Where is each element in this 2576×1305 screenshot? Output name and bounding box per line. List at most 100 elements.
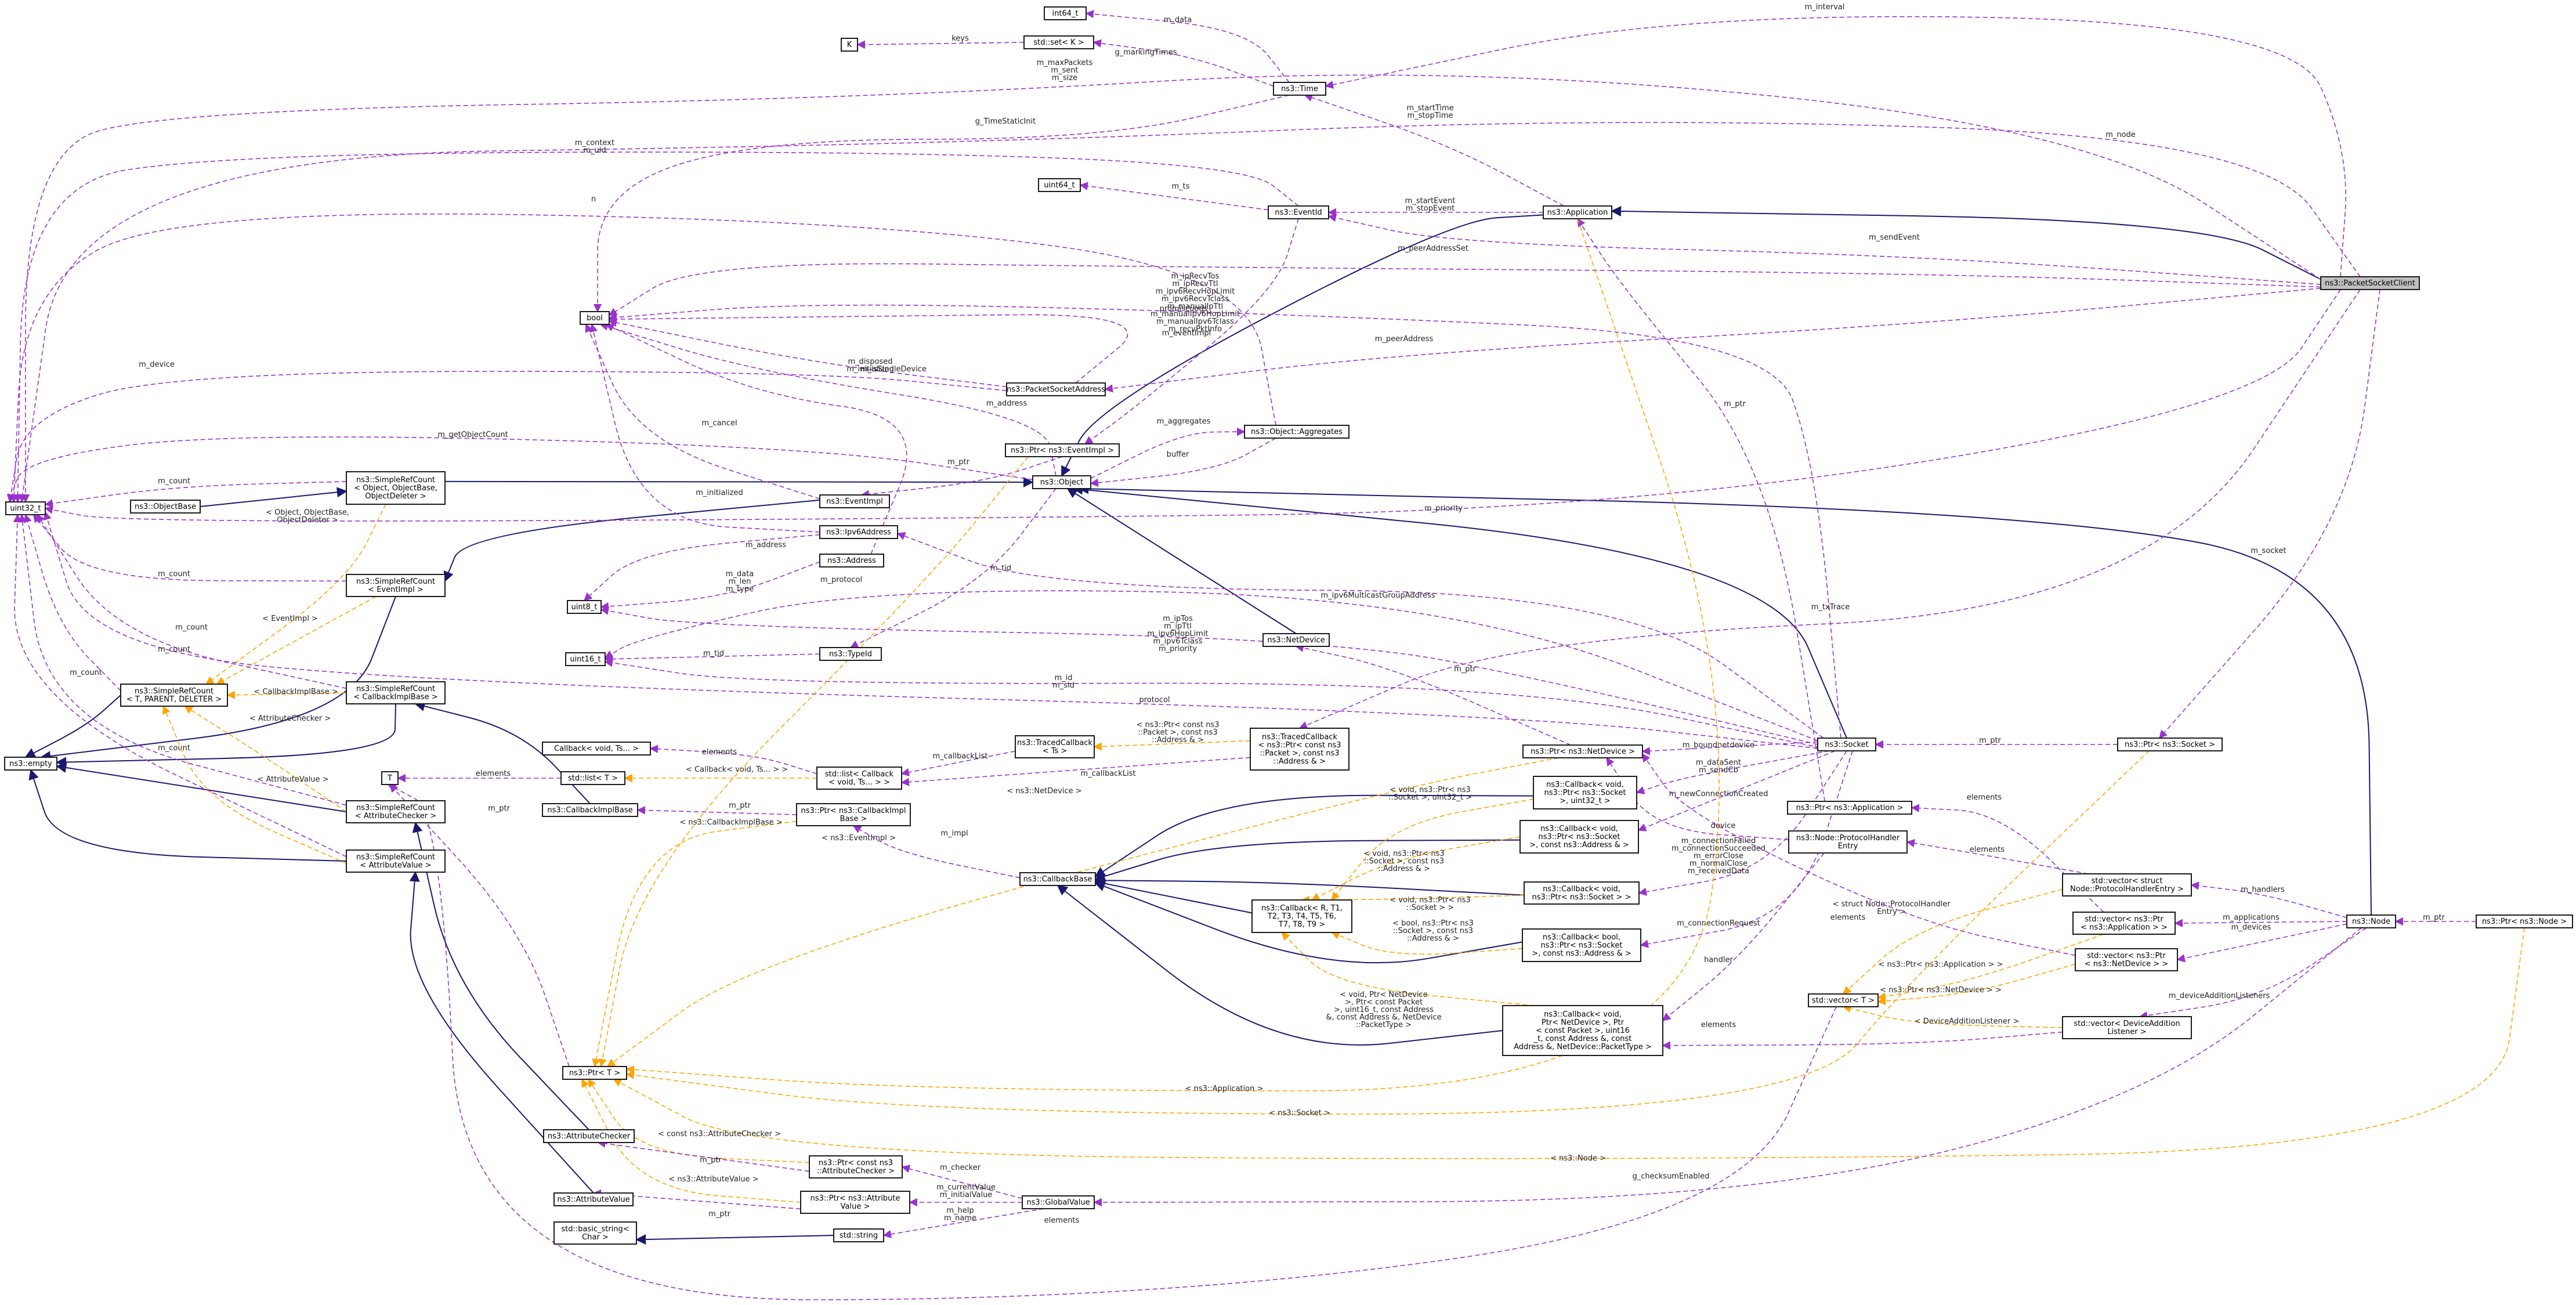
edge-label-line: keys	[951, 34, 969, 43]
class-node-callbackbase[interactable]: ns3::CallbackBase	[1019, 872, 1096, 886]
template-edge	[1301, 895, 1525, 905]
node-border	[2117, 738, 2223, 751]
class-node-ptr-T[interactable]: ns3::Ptr< T >	[562, 1066, 627, 1080]
class-node-uint64[interactable]: uint64_t	[1038, 178, 1081, 192]
class-node-typeid[interactable]: ns3::TypeId	[819, 647, 882, 661]
class-node-application[interactable]: ns3::Application	[1543, 205, 1612, 219]
class-node-uint16[interactable]: uint16_t	[565, 652, 606, 666]
class-node-node[interactable]: ns3::Node	[2346, 914, 2396, 928]
class-node-list-callback[interactable]: std::list< Callback< void, Ts... > >	[816, 767, 902, 790]
node-label: ns3::Socket	[1825, 740, 1869, 749]
usage-edge	[608, 263, 2321, 316]
class-node-ptr-attrvalue[interactable]: ns3::Ptr< ns3::AttributeValue >	[800, 1191, 910, 1214]
node-label: < void, Ts... > >	[828, 778, 890, 787]
node-label: ns3::Callback< bool,	[1543, 933, 1620, 942]
edge-label: < EventImpl >	[262, 614, 318, 623]
class-node-empty[interactable]: ns3::empty	[4, 757, 57, 771]
class-node-src-attrvalue[interactable]: ns3::SimpleRefCount< AttributeValue >	[346, 849, 446, 873]
class-node-netdevice[interactable]: ns3::NetDevice	[1262, 633, 1330, 647]
class-node-src-object[interactable]: ns3::SimpleRefCount< Object, ObjectBase,…	[346, 471, 446, 505]
node-border	[2062, 873, 2192, 896]
class-node-cb-sock-u32[interactable]: ns3::Callback< void,ns3::Ptr< ns3::Socke…	[1533, 776, 1637, 809]
class-node-string[interactable]: std::string	[833, 1228, 884, 1242]
class-node-tracedcb-ts[interactable]: ns3::TracedCallback< Ts >	[1015, 735, 1095, 758]
class-node-ptr-cbimplbase[interactable]: ns3::Ptr< ns3::CallbackImplBase >	[796, 803, 911, 826]
class-node-T[interactable]: T	[381, 771, 399, 785]
class-node-objectbase[interactable]: ns3::ObjectBase	[130, 500, 201, 514]
edge-label: m_handlers	[2241, 885, 2285, 894]
class-node-cb-sock[interactable]: ns3::Callback< void,ns3::Ptr< ns3::Socke…	[1524, 881, 1640, 905]
class-node-time[interactable]: ns3::Time	[1273, 82, 1326, 96]
class-node-set-K[interactable]: std::set< K >	[1023, 35, 1094, 49]
node-border	[819, 647, 882, 661]
class-node-src-eventimpl[interactable]: ns3::SimpleRefCount< EventImpl >	[346, 574, 446, 597]
class-node-eventimpl[interactable]: ns3::EventImpl	[819, 494, 890, 508]
node-border	[580, 311, 610, 325]
class-node-ipv6addr[interactable]: ns3::Ipv6Address	[819, 525, 898, 539]
node-label: ns3::Ptr< ns3::Socket	[1539, 833, 1620, 841]
class-node-K[interactable]: K	[841, 38, 858, 52]
class-node-client[interactable]: ns3::PacketSocketClient	[2320, 276, 2420, 290]
edge-label: m_device	[139, 360, 175, 369]
class-node-aggregates[interactable]: ns3::Object::Aggregates	[1244, 425, 1349, 439]
class-node-bool[interactable]: bool	[580, 311, 610, 325]
template-edge	[588, 1078, 810, 1163]
usage-edge	[23, 514, 121, 691]
class-node-address[interactable]: ns3::Address	[819, 554, 884, 567]
class-node-vector-T[interactable]: std::vector< T >	[1808, 993, 1879, 1007]
class-node-int64-a[interactable]: int64_t	[1044, 6, 1087, 20]
class-node-cb-sock-addr[interactable]: ns3::Callback< void,ns3::Ptr< ns3::Socke…	[1519, 820, 1639, 854]
node-label: T2, T3, T4, T5, T6,	[1267, 912, 1336, 921]
class-node-cbimplbase[interactable]: ns3::CallbackImplBase	[542, 803, 638, 817]
class-node-uint32[interactable]: uint32_t	[5, 501, 46, 515]
class-node-src-generic[interactable]: ns3::SimpleRefCount< T, PARENT, DELETER …	[120, 684, 228, 707]
class-node-attrchecker[interactable]: ns3::AttributeChecker	[543, 1129, 635, 1143]
edge-label: m_aggregates	[1157, 417, 1211, 426]
class-node-vec-phe[interactable]: std::vector< structNode::ProtocolHandler…	[2062, 873, 2192, 896]
class-node-basic-string[interactable]: std::basic_string<Char >	[553, 1221, 637, 1245]
edge-label-line: < DeviceAdditionListener >	[1915, 1017, 2020, 1026]
node-border	[120, 684, 228, 707]
edge-label: m_cancel	[701, 419, 737, 428]
node-border	[1262, 633, 1330, 647]
class-node-ptr-eventimpl[interactable]: ns3::Ptr< ns3::EventImpl >	[1005, 443, 1120, 457]
class-node-eventid[interactable]: ns3::EventId	[1268, 205, 1329, 219]
node-label: ns3::Node::ProtocolHandler	[1796, 834, 1900, 843]
class-node-object[interactable]: ns3::Object	[1032, 475, 1091, 489]
class-node-vec-nd[interactable]: std::vector< ns3::Ptr< ns3::NetDevice > …	[2075, 948, 2178, 971]
usage-edge	[1577, 218, 1825, 802]
usage-edge	[900, 757, 1251, 786]
edge-label: m_getObjectCount	[437, 431, 508, 439]
class-node-cb-bool[interactable]: ns3::Callback< bool,ns3::Ptr< ns3::Socke…	[1522, 928, 1641, 962]
node-label: std::vector< DeviceAddition	[2074, 1020, 2180, 1028]
edge-label-line: m_callbackList	[1080, 769, 1135, 778]
class-node-ptr-app[interactable]: ns3::Ptr< ns3::Application >	[1787, 801, 1912, 815]
class-node-callback-vt[interactable]: Callback< void, Ts... >	[542, 742, 651, 755]
class-node-src-attrchecker[interactable]: ns3::SimpleRefCount< AttributeChecker >	[346, 800, 446, 823]
class-node-attrvalue[interactable]: ns3::AttributeValue	[553, 1192, 634, 1206]
class-node-ptr-socket[interactable]: ns3::Ptr< ns3::Socket >	[2117, 738, 2223, 751]
class-node-globalvalue[interactable]: ns3::GlobalValue	[1022, 1195, 1095, 1209]
class-node-pheentry[interactable]: ns3::Node::ProtocolHandlerEntry	[1788, 830, 1908, 854]
class-node-tracedcb-full[interactable]: ns3::TracedCallback< ns3::Ptr< const ns3…	[1250, 728, 1349, 771]
class-node-cb-recv[interactable]: ns3::Callback< void,Ptr< NetDevice >, Pt…	[1502, 1005, 1663, 1056]
class-node-uint8[interactable]: uint8_t	[567, 600, 602, 614]
class-node-vec-dal[interactable]: std::vector< DeviceAdditionListener >	[2062, 1016, 2192, 1039]
template-edge	[1842, 1004, 2063, 1028]
class-node-vec-app[interactable]: std::vector< ns3::Ptr< ns3::Application …	[2072, 912, 2176, 935]
class-node-psa[interactable]: ns3::PacketSocketAddress	[1006, 382, 1106, 396]
class-node-ptr-attrchecker[interactable]: ns3::Ptr< const ns3::AttributeChecker >	[809, 1155, 903, 1179]
class-node-ptr-netdevice[interactable]: ns3::Ptr< ns3::NetDevice >	[1522, 744, 1643, 758]
class-node-list-T[interactable]: std::list< T >	[560, 771, 625, 785]
edge-label: elements	[1701, 1021, 1736, 1029]
class-node-cb-generic[interactable]: ns3::Callback< R, T1,T2, T3, T4, T5, T6,…	[1251, 899, 1352, 933]
edge-label: m_interval	[1805, 3, 1845, 12]
node-label: < const Packet >, uint16	[1536, 1026, 1630, 1035]
class-node-src-cbimpl[interactable]: ns3::SimpleRefCount< CallbackImplBase >	[346, 681, 446, 704]
class-node-ptr-node[interactable]: ns3::Ptr< ns3::Node >	[2476, 914, 2573, 928]
usage-edge	[597, 1139, 810, 1172]
edge-label: m_tid	[703, 649, 724, 658]
class-node-socket[interactable]: ns3::Socket	[1817, 738, 1876, 751]
